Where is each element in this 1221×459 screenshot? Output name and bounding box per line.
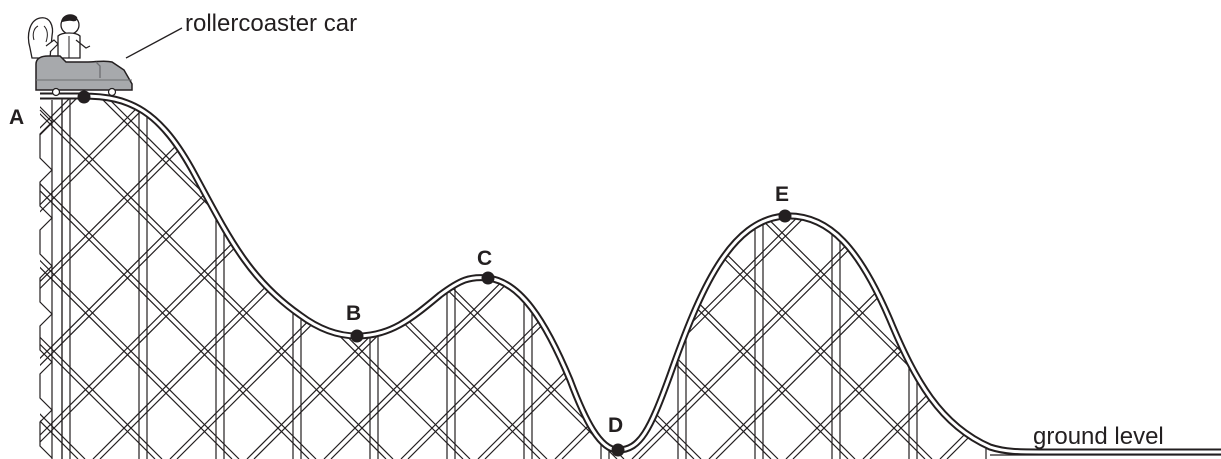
trestle-brace bbox=[1171, 90, 1221, 459]
trestle-brace bbox=[785, 96, 990, 459]
point-A: A bbox=[9, 90, 91, 129]
trestle-brace bbox=[0, 90, 1, 459]
trestle-brace bbox=[40, 96, 240, 459]
trestle-brace bbox=[0, 90, 8, 459]
point-C: C bbox=[477, 247, 495, 285]
point-label-A: A bbox=[9, 106, 24, 129]
point-D: D bbox=[608, 414, 625, 457]
point-label-E: E bbox=[775, 183, 789, 206]
trestle-brace bbox=[1017, 90, 1221, 459]
track-rail-inner bbox=[40, 94, 1221, 454]
trestle-brace bbox=[946, 96, 990, 459]
trestle-brace bbox=[40, 96, 79, 459]
trestle-structure bbox=[0, 90, 1221, 459]
trestle-brace bbox=[323, 96, 695, 459]
rollercoaster-car bbox=[27, 14, 133, 97]
trestle-brace bbox=[631, 96, 990, 459]
trestle-brace bbox=[40, 96, 163, 459]
trestle-brace bbox=[330, 96, 702, 459]
point-label-C: C bbox=[477, 247, 492, 270]
track-rail-outer bbox=[40, 92, 1221, 456]
car-label-pointer bbox=[125, 27, 183, 59]
trestle-brace bbox=[1017, 90, 1221, 459]
trestle-brace bbox=[792, 96, 990, 459]
trestle-brace bbox=[638, 96, 990, 459]
trestle-brace bbox=[715, 96, 990, 459]
trestle-brace bbox=[1094, 90, 1221, 459]
trestle-brace bbox=[708, 96, 990, 459]
trestle-brace bbox=[1171, 90, 1221, 459]
trestle-brace bbox=[1178, 90, 1221, 459]
trestle-brace bbox=[1024, 90, 1221, 459]
trestle-brace bbox=[40, 96, 233, 459]
trestle-brace bbox=[869, 96, 990, 459]
ground-label: ground level bbox=[1033, 423, 1164, 450]
trestle-brace bbox=[0, 90, 1, 459]
trestle-brace bbox=[1024, 90, 1221, 459]
point-label-B: B bbox=[346, 302, 361, 325]
trestle-brace bbox=[1101, 90, 1221, 459]
trestle-brace bbox=[40, 96, 156, 459]
trestle-brace bbox=[40, 96, 79, 459]
trestle-brace bbox=[40, 96, 163, 459]
riders-icon bbox=[27, 14, 91, 59]
car-label: rollercoaster car bbox=[185, 10, 357, 37]
trestle-brace bbox=[862, 96, 990, 459]
trestle-brace bbox=[1178, 90, 1221, 459]
trestle-brace bbox=[1101, 90, 1221, 459]
trestle-left-edge bbox=[39, 109, 53, 459]
trestle-brace bbox=[0, 90, 8, 459]
point-B: B bbox=[346, 302, 364, 343]
trestle-brace bbox=[40, 96, 233, 459]
trestle-brace bbox=[40, 96, 156, 459]
trestle-brace bbox=[939, 96, 990, 459]
trestle-brace bbox=[869, 96, 990, 459]
trestle-brace bbox=[946, 96, 990, 459]
trestle-brace bbox=[1094, 90, 1221, 459]
trestle-brace bbox=[40, 96, 240, 459]
point-E: E bbox=[775, 183, 792, 223]
trestle-brace bbox=[939, 96, 990, 459]
point-label-D: D bbox=[608, 414, 623, 437]
